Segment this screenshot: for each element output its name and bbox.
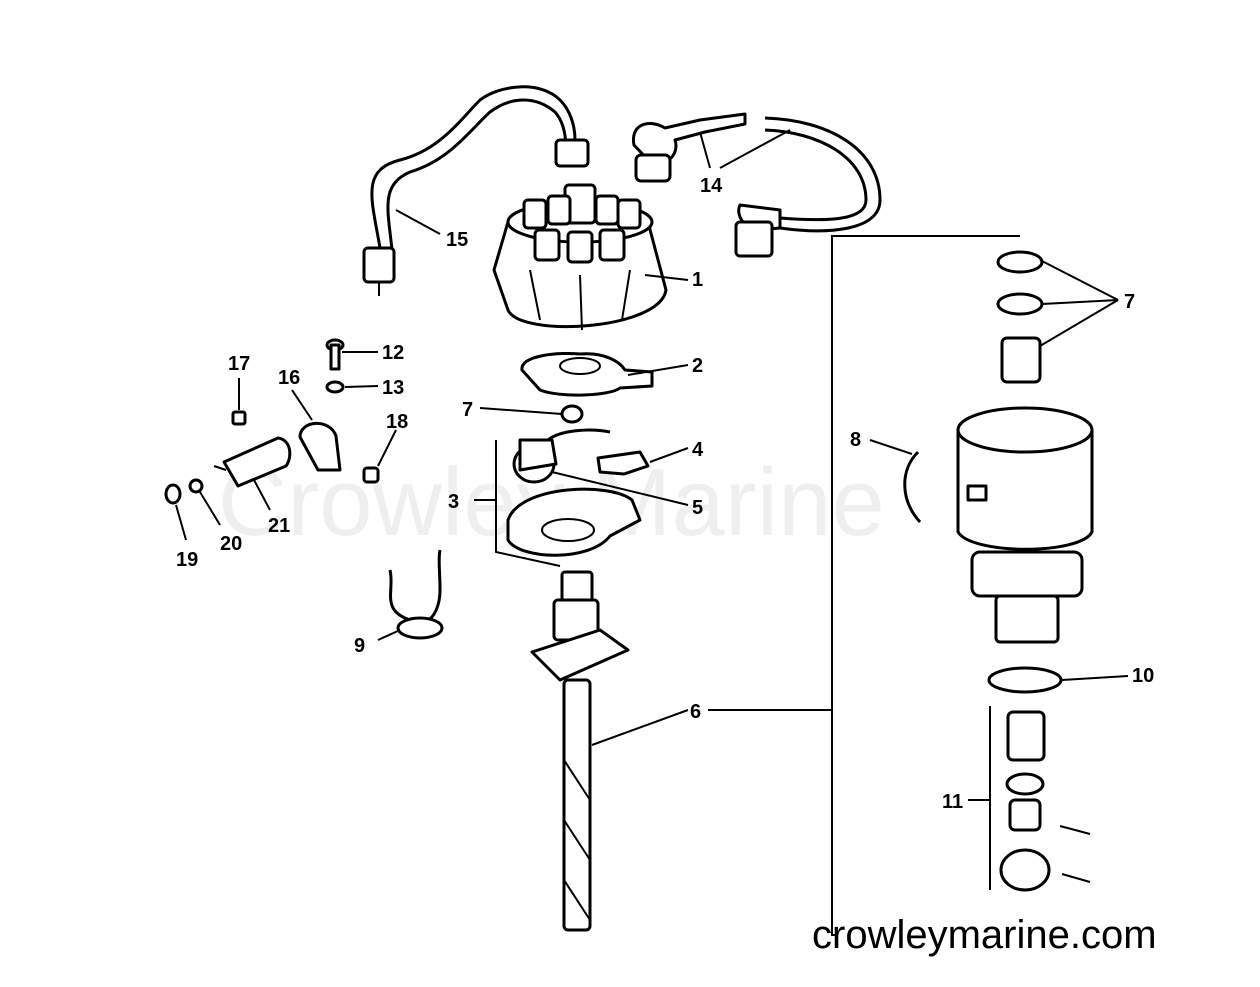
callout-10: 10: [1132, 665, 1154, 687]
callout-6: 6: [690, 701, 701, 723]
callout-17: 17: [228, 353, 250, 375]
site-url: crowleymarine.com: [812, 913, 1157, 957]
callout-12: 12: [382, 342, 404, 364]
breaker-plate: [506, 487, 642, 557]
distributor-cap: [492, 183, 668, 331]
ground-wire: [388, 549, 444, 640]
callout-18: 18: [386, 411, 408, 433]
condenser-bracket: [298, 421, 342, 472]
screw-12: [325, 338, 345, 371]
callout-1: 1: [692, 269, 703, 291]
plug-wire-left: [362, 85, 590, 296]
leader-lines: [175, 129, 1129, 746]
callout-14: 14: [700, 175, 723, 197]
callout-labels: 1 2 3 4 5 6 7 7 8 9 10 11 12 13 14 15 16…: [176, 175, 1154, 813]
callout-9: 9: [354, 635, 365, 657]
plug-wire-right: [631, 112, 882, 258]
pickup-coil: [512, 428, 611, 484]
callout-13: 13: [382, 377, 404, 399]
callout-7-right: 7: [1124, 291, 1135, 313]
nut-18: [362, 466, 380, 484]
callout-3: 3: [448, 491, 459, 513]
screw-17: [231, 410, 247, 426]
distributor-housing: [956, 250, 1094, 694]
callout-8: 8: [850, 429, 861, 451]
callout-2: 2: [692, 355, 703, 377]
condenser: [213, 436, 292, 488]
callout-20: 20: [220, 533, 242, 555]
callout-4: 4: [692, 439, 704, 461]
distributor-shaft: [530, 570, 630, 932]
callout-7-left: 7: [462, 399, 473, 421]
washer-center: [560, 404, 584, 424]
callout-21: 21: [268, 515, 290, 537]
washer-20: [188, 478, 204, 494]
callout-16: 16: [278, 367, 300, 389]
callout-5: 5: [692, 497, 703, 519]
retaining-clip: [903, 450, 922, 524]
nut-19: [164, 483, 182, 505]
callout-11: 11: [942, 791, 963, 813]
callout-19: 19: [176, 549, 198, 571]
rotor: [520, 351, 654, 397]
washer-13: [325, 380, 345, 394]
callout-brackets: [474, 235, 1020, 936]
contact-points: [596, 450, 650, 476]
callout-15: 15: [446, 229, 468, 251]
shaft-components-11: [999, 710, 1091, 892]
